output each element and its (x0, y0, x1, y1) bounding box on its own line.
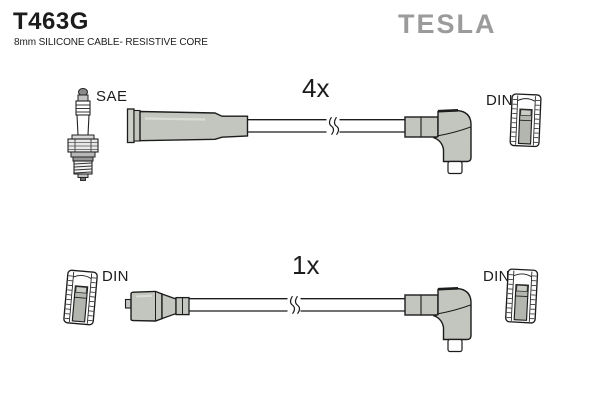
quantity-label-bottom: 1x (292, 250, 320, 280)
cable-assembly-bottom (62, 268, 539, 353)
connector-label-din-bottom-left: DIN (102, 268, 129, 285)
cable-line-top (247, 119, 405, 133)
connector-label-din-bottom-right: DIN (483, 268, 510, 285)
tesla-logo: TESLA (398, 9, 497, 39)
distributor-boot-icon (124, 290, 190, 322)
cable-break-icon (286, 295, 302, 315)
din-terminal-icon (504, 268, 539, 324)
elbow-boot-icon (403, 286, 473, 353)
connector-label-din-top-right: DIN (486, 92, 513, 109)
cable-break-icon (325, 116, 341, 136)
quantity-label-top: 4x (302, 73, 330, 103)
part-number: T463G (13, 8, 89, 35)
elbow-boot-icon (403, 109, 473, 175)
din-terminal-icon (62, 269, 99, 326)
cable-assembly-top (67, 88, 542, 181)
spark-plug-icon (67, 88, 99, 181)
straight-boot-icon (126, 108, 249, 144)
product-subtitle: 8mm SILICONE CABLE- RESISTIVE CORE (14, 37, 208, 48)
din-terminal-icon (509, 93, 542, 148)
connector-label-sae: SAE (96, 88, 128, 105)
